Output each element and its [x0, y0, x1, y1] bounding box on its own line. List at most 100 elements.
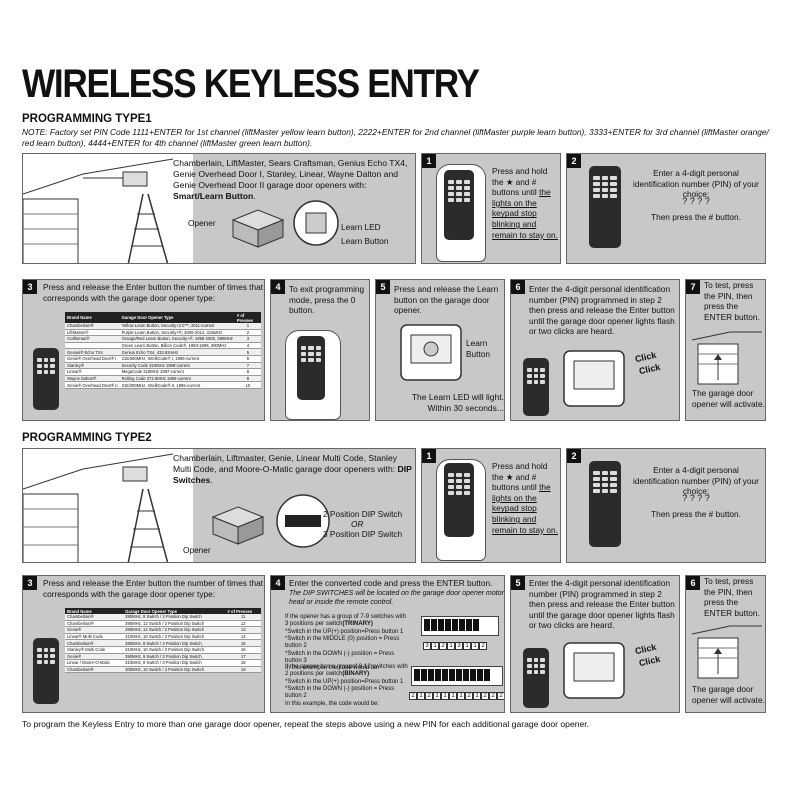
- table-header: # of Presses: [234, 312, 261, 323]
- brand-cell: Genie® Overhead Door® I: [65, 355, 120, 363]
- opener-type-cell: 390MHz, 12 Switch / 2 Position Dip Switc…: [123, 620, 226, 628]
- step-text: Press and release the Enter button the n…: [43, 578, 263, 599]
- brand-cell: Chamberlain®: [65, 323, 120, 330]
- trinary-line: In this example, the code would be:: [285, 665, 380, 672]
- dip-label-2pos: 2 Position DIP Switch: [323, 509, 403, 519]
- keypad-icon: [523, 358, 549, 416]
- brand-cell: Chamberlain®: [65, 666, 124, 674]
- step-bottom-text: The Learn LED will light. Within 30 seco…: [411, 392, 504, 413]
- presses-cell: 7: [234, 362, 261, 370]
- type2-intro-panel: Chamberlain, Liftmaster, Genie, Linear M…: [22, 448, 416, 563]
- table-row: LiftMaster®Purple Learn Button, Security…: [65, 329, 261, 337]
- learn-button-label: Learn Button: [341, 236, 389, 246]
- opener-type-cell: Security Code 310MHz 1998-current: [119, 362, 235, 370]
- step-text: Press and hold the ★ and # buttons until…: [492, 461, 558, 535]
- brand-cell: Chamberlain®: [65, 639, 124, 647]
- presses-cell: 17: [225, 653, 261, 661]
- step-text: Press and release the Enter button the n…: [43, 282, 263, 303]
- type2-heading: PROGRAMMING TYPE2: [22, 432, 152, 444]
- table-header: Brand Name: [65, 312, 120, 323]
- table-header: Garage Door Opener Type: [123, 608, 226, 614]
- brand-cell: Linear® Multi Code: [65, 633, 124, 641]
- garage-ladder-icon: [23, 158, 174, 263]
- code-digit: 2: [497, 692, 504, 700]
- brand-cell: Genie®: [65, 653, 124, 661]
- step-text: Enter a 4-digit personal identification …: [633, 465, 759, 497]
- opener-type-cell: 390MHz, 9 Switch / 3 Position Dip Switch: [123, 653, 226, 661]
- learn-button-zoom-icon: [293, 200, 339, 246]
- presses-cell: 3: [234, 335, 261, 343]
- then-text: Then press the # button.: [651, 509, 741, 519]
- opener-type-table: Brand Name Garage Door Opener Type # of …: [65, 608, 261, 674]
- garage-ladder-icon: [23, 453, 174, 562]
- step-number: 5: [376, 280, 390, 294]
- presses-cell: 19: [225, 666, 261, 674]
- trinary-line: *Switch in the UP(+) position=Press butt…: [285, 628, 404, 635]
- brand-cell: Chamberlain®: [65, 620, 124, 628]
- step-text: To exit programming mode, press the 0 bu…: [289, 284, 365, 316]
- opener-type-cell: 315/390MHz, IntelliCode® II, 1995-curren…: [119, 381, 235, 389]
- step-text: Enter the 4-digit personal identificatio…: [529, 284, 675, 337]
- code-digit: 2: [481, 692, 489, 700]
- type1-heading: PROGRAMMING TYPE1: [22, 113, 152, 125]
- code-digit: 1: [417, 692, 425, 700]
- presses-cell: 2: [234, 329, 261, 337]
- table-header: Brand Name: [65, 608, 124, 614]
- table-row: Chamberlain®390MHz, 12 Switch / 2 Positi…: [65, 620, 261, 628]
- keypad-icon: [589, 461, 621, 547]
- presses-cell: 13: [225, 626, 261, 634]
- brand-cell: Stanley®: [65, 362, 120, 370]
- opener-type-cell: MegaCode 318MHz 1997-current: [119, 368, 235, 376]
- keypad-icon: [33, 348, 59, 410]
- trinary-line: *Switch in the DOWN (-) position = Press…: [285, 650, 395, 664]
- presses-cell: 6: [234, 355, 261, 363]
- presses-cell: 4: [234, 342, 261, 350]
- step-number: 6: [511, 280, 525, 294]
- garage-illustration: [23, 154, 193, 263]
- code-digit: 1: [449, 692, 457, 700]
- binary-line: In this example, the code would be:: [285, 700, 380, 707]
- opener-icon: [211, 506, 265, 545]
- opener-type-cell: Orange/Red Learn Button, Security+®, 199…: [119, 335, 235, 343]
- step-text: Enter a 4-digit personal identification …: [633, 168, 759, 200]
- garage-illustration: [23, 449, 193, 562]
- brand-cell: Genie® Overhead Door® II: [65, 381, 120, 389]
- table-row: Chamberlain®300MHz, 10 Switch / 2 Positi…: [65, 666, 261, 674]
- type2-step1: 1 Press and hold the ★ and # buttons unt…: [421, 448, 561, 563]
- step-italic-note: The DIP SWITCHES will be located on the …: [289, 590, 504, 606]
- binary-dip-switch: [411, 666, 503, 686]
- step-number: 5: [511, 576, 525, 590]
- binary-line: *Switch in the DOWN (-) position = Press…: [285, 685, 395, 700]
- presses-cell: 15: [225, 639, 261, 647]
- type1-step6: 6 Enter the 4-digit personal identificat…: [510, 279, 680, 421]
- then-text: Then press the # button.: [651, 212, 741, 222]
- step-number: 4: [271, 280, 285, 294]
- learn-led-label: Learn LED: [341, 222, 381, 232]
- step-bottom-text: The garage door opener will activate.: [692, 684, 765, 705]
- presses-cell: 10: [234, 381, 261, 389]
- table-row: Chamberlain®390MHz, 8 Switch / 3 Positio…: [65, 639, 261, 647]
- opener-type-cell: 390MHz, 9 Switch / 3 Position Dip Switch: [123, 614, 226, 621]
- presses-cell: 8: [234, 368, 261, 376]
- opener-type-cell: Purple Learn Button, Security+®, 2006-20…: [119, 329, 235, 337]
- type2-intro-text: Chamberlain, Liftmaster, Genie, Linear M…: [173, 453, 412, 485]
- opener-motor-icon: [563, 350, 625, 407]
- code-digit: 1: [433, 692, 441, 700]
- type1-step2: 2 Enter a 4-digit personal identificatio…: [566, 153, 766, 264]
- table-row: Craftsman®Orange/Red Learn Button, Secur…: [65, 335, 261, 343]
- step-number: 1: [422, 154, 436, 168]
- page-title: WIRELESS KEYLESS ENTRY: [22, 62, 480, 106]
- presses-cell: 14: [225, 633, 261, 641]
- keypad-icon: [589, 166, 621, 248]
- keypad-icon: [444, 170, 474, 240]
- brand-cell: Linear®: [65, 368, 120, 376]
- opener-type-cell: Genius Echo TX4, 433.92mHz: [119, 348, 235, 356]
- step-number: 1: [422, 449, 436, 463]
- presses-cell: 12: [225, 620, 261, 628]
